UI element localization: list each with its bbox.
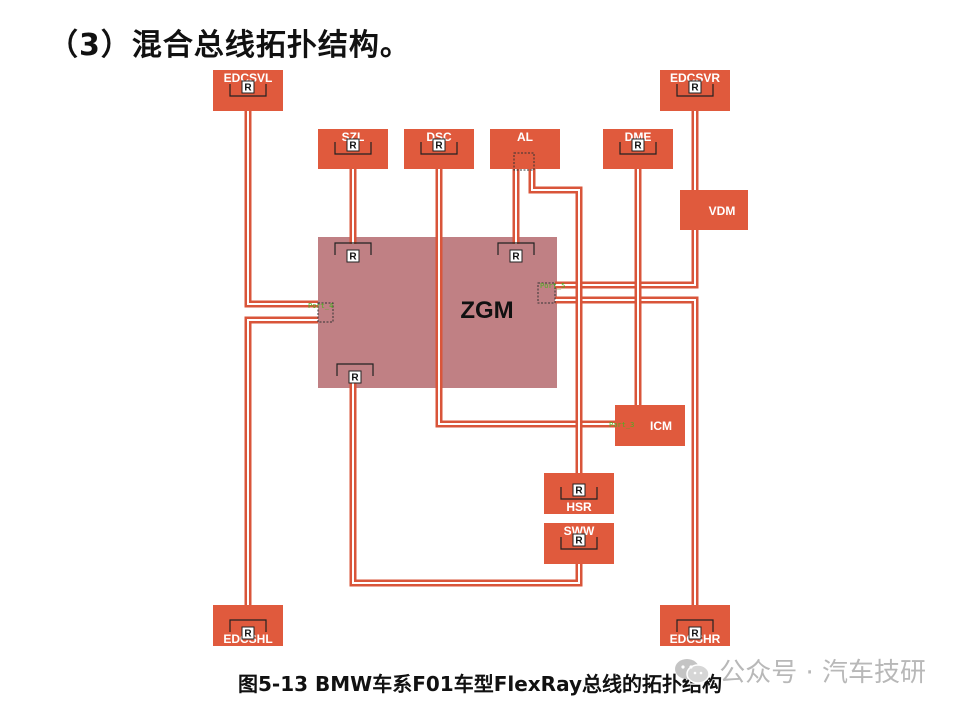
- bus-hsr-core: [531, 155, 580, 480]
- bus-edcsvl: [244, 108, 318, 308]
- port-box-zgm-left: [317, 302, 334, 323]
- terminator-zgm-szl-label: R: [349, 252, 357, 263]
- terminator-dme-label: R: [634, 141, 642, 152]
- terminator-edcshr-label: R: [691, 629, 699, 640]
- bus-edcshl: [244, 316, 318, 612]
- terminator-dsc-label: R: [435, 141, 443, 152]
- node-al-label: AL: [517, 130, 533, 144]
- wechat-icon: [675, 658, 710, 684]
- terminator-edcshl: R: [229, 619, 267, 640]
- terminator-zgm-sww: R: [336, 363, 374, 384]
- node-edcsvr-label: EDCSVR: [670, 71, 720, 85]
- terminator-edcsvl-label: R: [244, 83, 252, 94]
- terminator-zgm-al-label: R: [512, 252, 520, 263]
- node-edcsvl: EDCSVL: [213, 70, 283, 111]
- figure-caption: 图5-13 BMW车系F01车型FlexRay总线的拓扑结构: [237, 672, 722, 696]
- terminator-szl-label: R: [349, 141, 357, 152]
- terminator-sww-label: R: [575, 536, 583, 547]
- node-edcshl: EDCSHL: [213, 605, 283, 646]
- node-dsc: DSC: [404, 129, 474, 169]
- terminator-edcsvr: R: [676, 80, 714, 97]
- terminator-zgm-sww-label: R: [351, 373, 359, 384]
- terminator-edcsvl: R: [229, 80, 267, 97]
- terminator-szl: R: [334, 138, 372, 155]
- terminator-hsr-label: R: [575, 486, 583, 497]
- bus-edcsvr-core: [555, 108, 696, 286]
- bus-edcshr-core: [555, 299, 696, 612]
- node-edcsvl-label: EDCSVL: [224, 71, 273, 85]
- node-hsr-label: HSR: [566, 500, 592, 514]
- terminators: R R R R R R R R R R R R: [229, 80, 714, 640]
- port-label-4: Port_4: [308, 302, 333, 310]
- watermark: 公众号 · 汽车技研: [673, 652, 926, 689]
- port-box-zgm-right: [537, 282, 556, 304]
- terminator-edcshl-label: R: [244, 629, 252, 640]
- bus-edcshl-core: [247, 319, 318, 612]
- port-box-al: [513, 152, 535, 171]
- port-label-3: Port_3: [609, 421, 634, 429]
- terminator-zgm-szl: R: [334, 242, 372, 263]
- node-edcshr: EDCSHR: [660, 605, 730, 646]
- port-boxes: [317, 152, 556, 323]
- terminator-edcsvr-label: R: [691, 83, 699, 94]
- page-heading: （3）混合总线拓扑结构。: [48, 28, 411, 63]
- node-dme-label: DME: [625, 130, 652, 144]
- terminator-sww: R: [560, 533, 598, 550]
- node-vdm: VDM: [680, 190, 748, 230]
- terminator-zgm-al: R: [497, 242, 535, 263]
- node-hsr: HSR: [544, 473, 614, 514]
- node-icm: ICM: [615, 405, 685, 446]
- watermark-text: 公众号 · 汽车技研: [719, 658, 926, 688]
- bus-dsc-core: [438, 166, 618, 425]
- bus-sww-core: [352, 378, 580, 584]
- node-icm-label: ICM: [650, 419, 672, 433]
- node-sww-label: SWW: [564, 524, 595, 538]
- terminator-dsc: R: [420, 138, 458, 155]
- bus-lines: [244, 108, 699, 612]
- port-label-5: Port_5: [540, 282, 565, 290]
- node-al: AL: [490, 129, 560, 169]
- terminator-edcshr: R: [676, 619, 714, 640]
- zgm-label: ZGM: [460, 297, 513, 324]
- terminator-hsr: R: [560, 483, 598, 500]
- terminator-dme: R: [619, 138, 657, 155]
- node-vdm-label: VDM: [709, 204, 736, 218]
- bus-edcsvl-core: [247, 108, 318, 305]
